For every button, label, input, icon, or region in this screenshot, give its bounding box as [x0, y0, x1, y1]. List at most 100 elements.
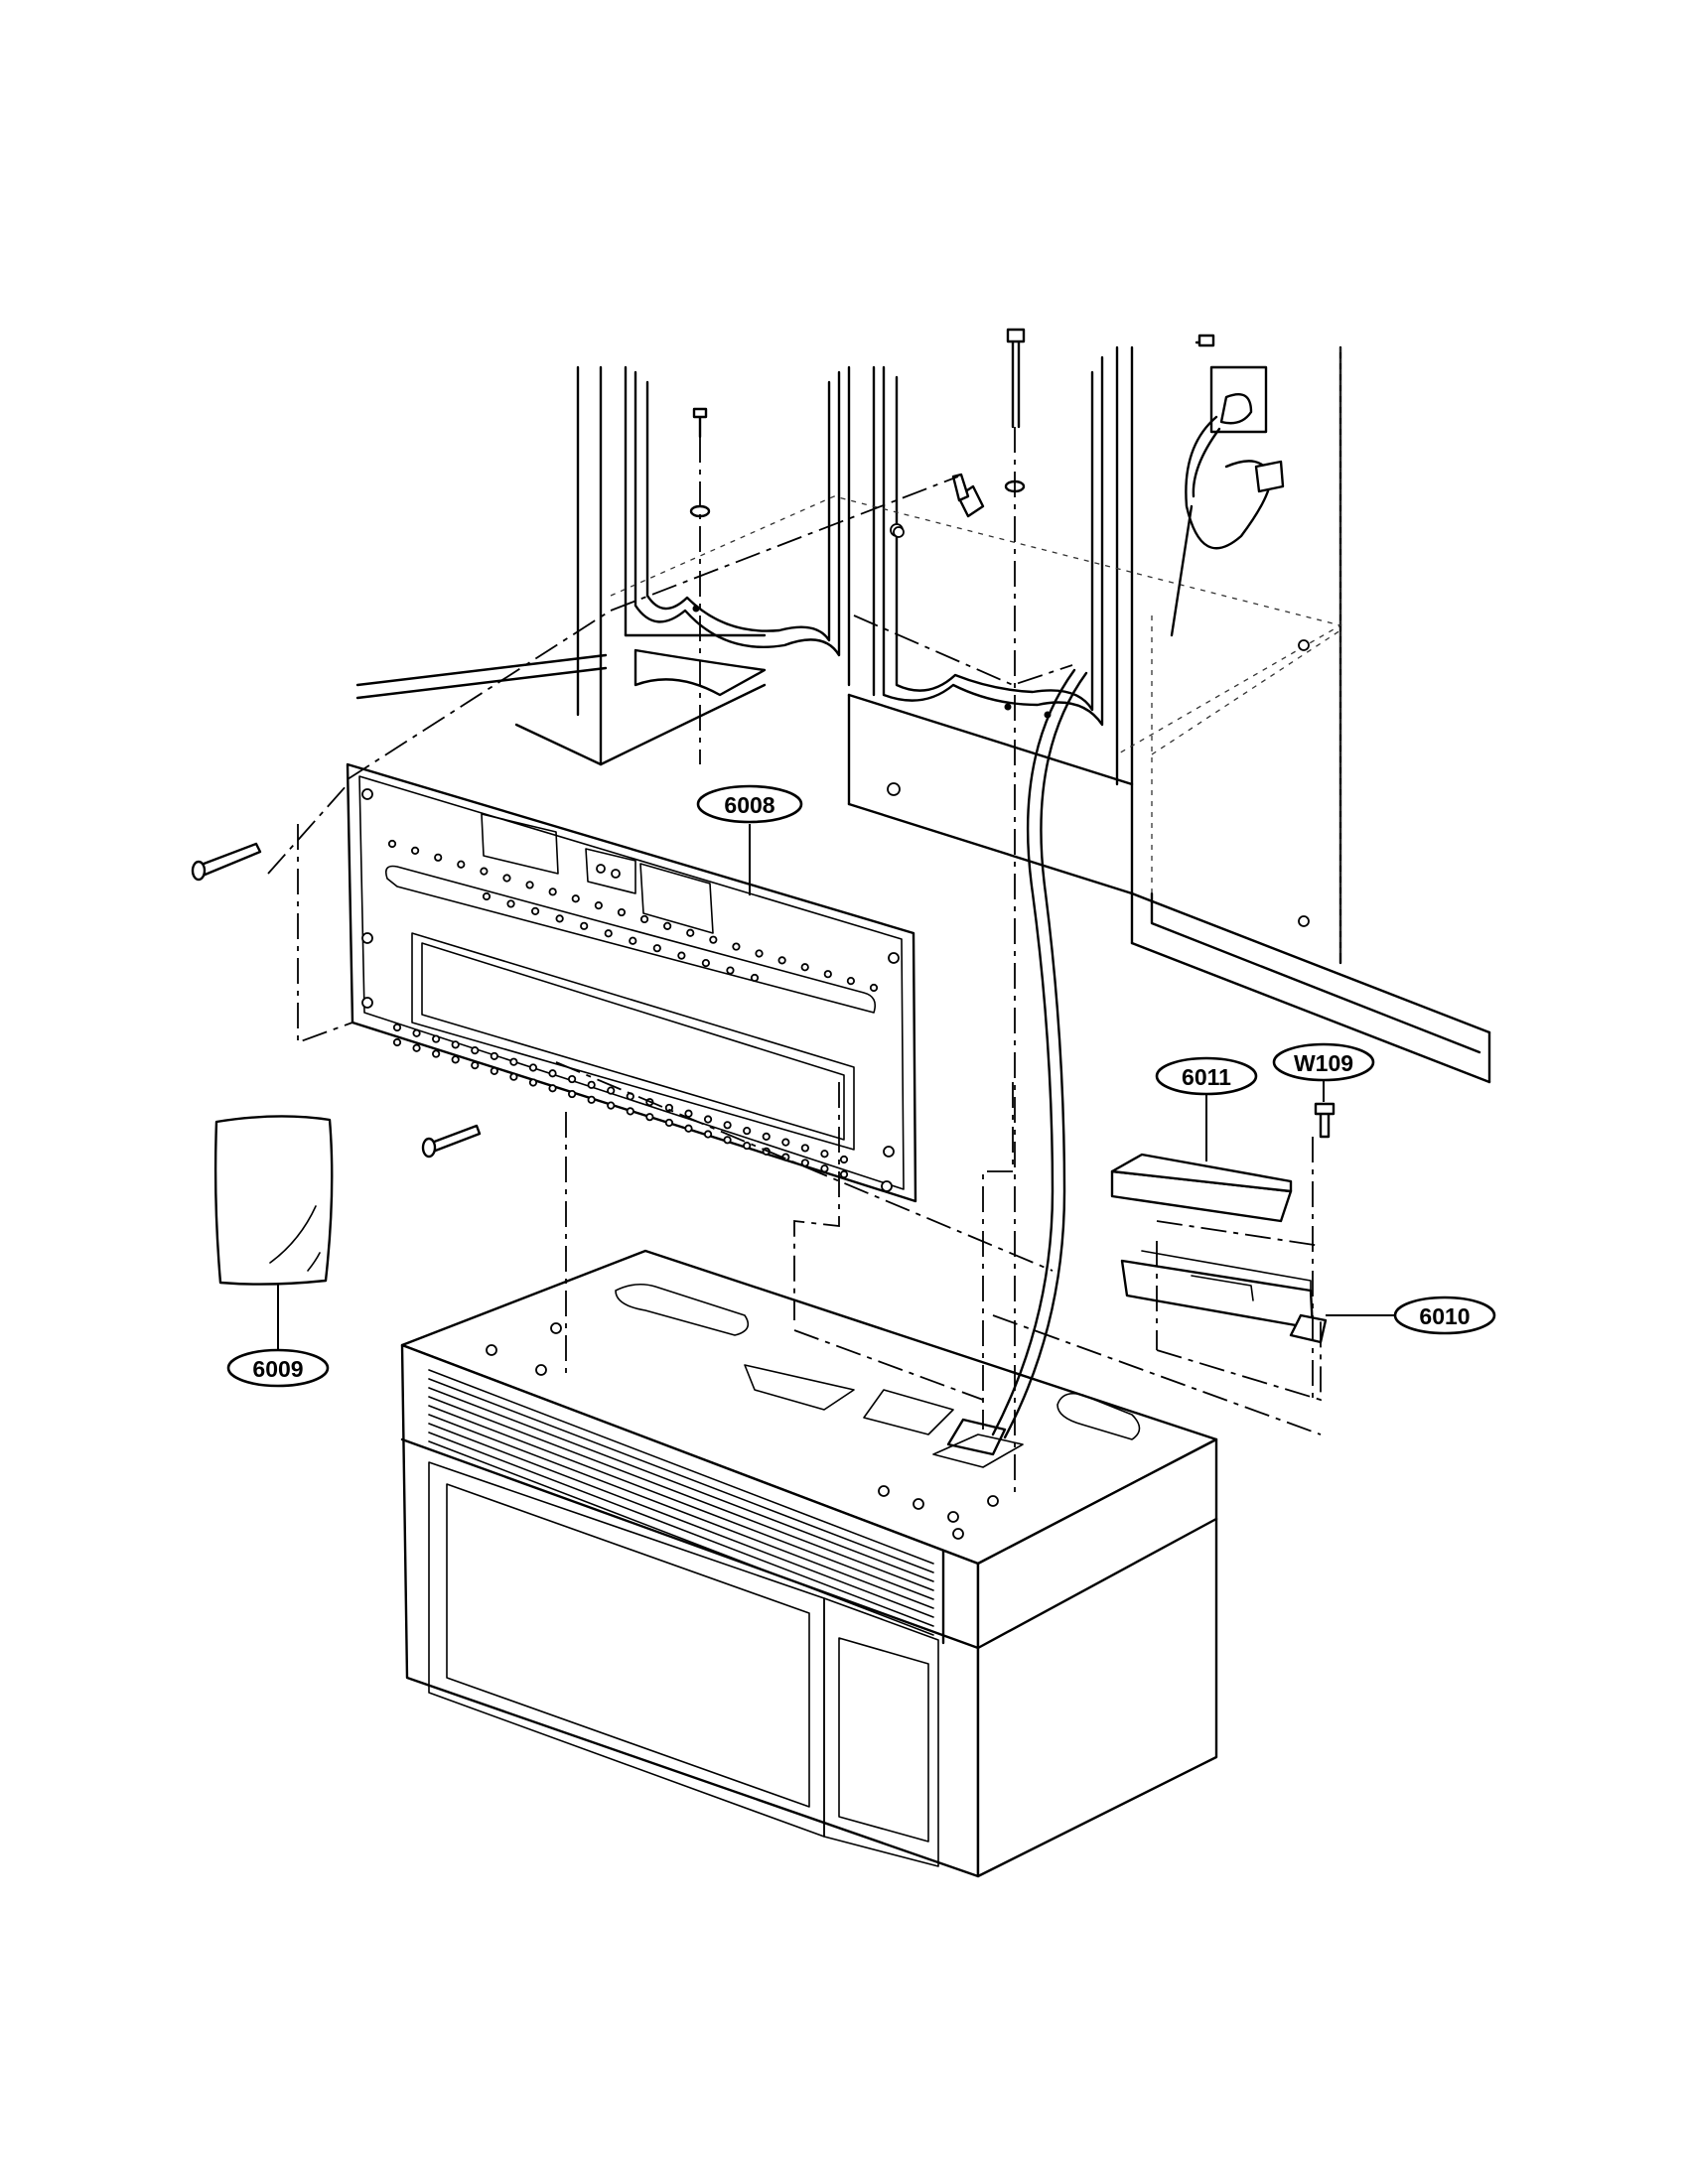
callout-6011-label: 6011 [1182, 1064, 1231, 1090]
plate-hole [629, 936, 637, 945]
vent-slat [428, 1396, 934, 1591]
plate-hole [594, 901, 603, 910]
callout-w109: W109 [1272, 1042, 1375, 1102]
plate-hole [677, 951, 686, 960]
mounting-screws [191, 842, 1336, 1159]
plate-hole [555, 914, 564, 923]
callout-6010-label: 6010 [1419, 1303, 1470, 1329]
plate-hole [567, 1089, 577, 1099]
plate-hole [451, 1040, 460, 1049]
plate-hole [571, 894, 580, 903]
damper-parts [1110, 1153, 1328, 1344]
plate-hole [410, 846, 420, 856]
plate-hole [639, 914, 649, 924]
callout-6009: 6009 [226, 1284, 330, 1388]
plate-hole [587, 1080, 596, 1089]
plate-hole [528, 1063, 538, 1072]
callout-6011: 6011 [1155, 1056, 1258, 1161]
plate-hole [432, 1049, 441, 1058]
plate-hole [548, 1084, 557, 1093]
assembly-lines [267, 427, 1322, 1499]
plate-hole [703, 1130, 713, 1139]
vent-slat [428, 1378, 934, 1573]
plate-hole [506, 899, 515, 908]
plate-hole [684, 1124, 693, 1133]
plate-hole [723, 1121, 732, 1130]
plate-hole [530, 906, 540, 916]
plate-hole [567, 1074, 577, 1084]
plate-hole [726, 966, 735, 975]
plate-hole [432, 1034, 441, 1043]
plate-hole [800, 1159, 809, 1167]
plate-hole [482, 891, 492, 901]
plate-hole [548, 1069, 557, 1078]
plate-hole [471, 1061, 480, 1070]
callout-6009-label: 6009 [252, 1356, 303, 1382]
plate-hole [392, 1037, 402, 1047]
vent-slat [428, 1432, 934, 1627]
plate-hole [509, 1072, 518, 1081]
plate-hole [800, 963, 809, 972]
instruction-bag [213, 1115, 334, 1286]
plate-hole [762, 1132, 771, 1141]
plate-hole [387, 839, 397, 849]
plate-hole [652, 944, 661, 953]
callout-6008-label: 6008 [724, 792, 774, 818]
plate-hole [823, 970, 832, 979]
plate-hole [580, 921, 589, 930]
plate-hole [732, 942, 741, 951]
plate-hole [846, 976, 856, 986]
plate-hole [587, 1095, 596, 1104]
plate-hole [781, 1138, 790, 1147]
plate-hole [392, 1023, 402, 1032]
plate-hole [528, 1078, 538, 1087]
plate-hole [703, 1115, 713, 1124]
plate-hole [617, 907, 627, 917]
plate-hole [664, 1118, 674, 1128]
plate-hole [750, 973, 760, 983]
plate-hole [839, 1169, 849, 1179]
plate-hole [743, 1141, 752, 1151]
callout-6010: 6010 [1326, 1296, 1496, 1335]
plate-hole [839, 1155, 849, 1164]
plate-hole [686, 928, 695, 937]
plate-hole [800, 1144, 809, 1153]
plate-hole [709, 935, 718, 944]
plate-hole [777, 956, 786, 965]
vent-slat [428, 1369, 934, 1565]
vent-slat [428, 1440, 934, 1636]
plate-hole [509, 1057, 518, 1066]
plate-hole [525, 881, 534, 889]
plate-hole [434, 853, 443, 862]
vent-slat [428, 1423, 934, 1618]
plate-hole [663, 921, 672, 930]
plate-hole [412, 1028, 421, 1037]
callout-6008: 6008 [696, 784, 803, 895]
vent-slat [428, 1405, 934, 1600]
mounting-plate-holes [387, 839, 879, 1179]
plate-hole [412, 1043, 421, 1052]
plate-hole [755, 949, 764, 958]
plate-hole [480, 867, 489, 876]
plate-hole [723, 1136, 732, 1145]
plate-hole [490, 1066, 498, 1076]
plate-hole [490, 1051, 498, 1061]
plate-hole [502, 874, 511, 883]
plate-hole [607, 1086, 616, 1095]
callout-w109-label: W109 [1294, 1050, 1353, 1076]
plate-hole [820, 1150, 829, 1159]
plate-hole [645, 1113, 654, 1122]
plate-hole [451, 1055, 460, 1064]
plate-hole [701, 958, 711, 968]
plate-hole [684, 1109, 693, 1118]
vent-grille [428, 1369, 934, 1636]
plate-hole [548, 887, 557, 896]
microwave-oven [400, 668, 1218, 1878]
plate-hole [607, 1101, 616, 1110]
plate-hole [869, 983, 879, 993]
vent-slat [428, 1387, 934, 1582]
plate-hole [820, 1164, 829, 1173]
mounting-plate [346, 762, 917, 1203]
plate-hole [457, 860, 466, 869]
